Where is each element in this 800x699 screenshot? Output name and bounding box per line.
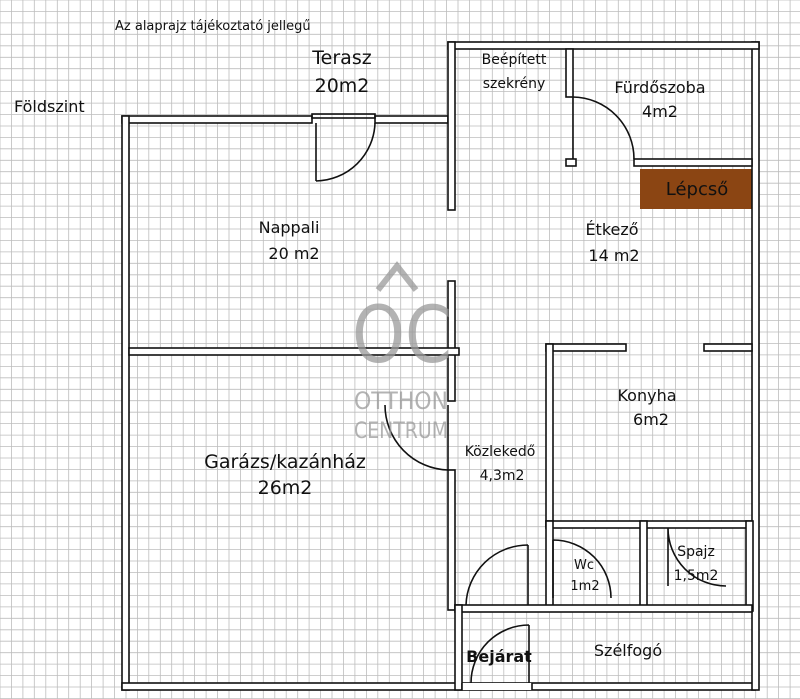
dining-name: Étkező [585, 220, 638, 239]
bathroom-name: Fürdőszoba [614, 78, 705, 97]
corridor-area: 4,3m2 [480, 468, 525, 484]
wall-left [121, 115, 130, 691]
pantry-area: 1,5m2 [674, 568, 719, 584]
wardrobe-line1: Beépített [482, 52, 547, 68]
wall-kitchen-top [545, 343, 627, 352]
wall-kitchen-left [545, 343, 554, 527]
pantry-name: Spajz [677, 544, 715, 560]
disclaimer-note: Az alaprajz tájékoztató jellegű [115, 19, 311, 34]
watermark-line1: OTTHON [354, 387, 448, 415]
door-bathroom [572, 96, 635, 160]
stairs-block [640, 169, 754, 209]
watermark-logo: OC [352, 291, 452, 381]
living-area: 20 m2 [268, 244, 319, 263]
garage-name: Garázs/kazánház [204, 451, 366, 473]
door-garage [384, 404, 449, 471]
wall-vestibule-left [454, 604, 463, 691]
wall-bath-left [565, 48, 574, 98]
terrace-area: 20m2 [315, 75, 370, 97]
wall-wardrobe-left [447, 41, 456, 211]
bathroom-area: 4m2 [642, 102, 678, 121]
terrace-name: Terasz [311, 47, 371, 69]
entrance-gap [462, 683, 532, 690]
door-entrance [470, 624, 530, 684]
kitchen-name: Konyha [617, 386, 676, 405]
watermark-line2: CENTRUM [354, 419, 448, 444]
kitchen-area: 6m2 [633, 410, 669, 429]
living-name: Nappali [259, 218, 320, 237]
garage-area: 26m2 [258, 477, 313, 499]
entrance-label: Bejárat [466, 647, 532, 666]
wall-wc-left [545, 520, 554, 612]
wall-wc-top [545, 520, 753, 529]
wall-nappali-garage [128, 347, 460, 356]
wall-wc-right [639, 520, 648, 612]
door-corridor [465, 544, 529, 606]
corridor-name: Közlekedő [465, 444, 536, 460]
wc-name: Wc [574, 558, 594, 573]
stairs-label: Lépcső [666, 179, 729, 200]
wc-area: 1m2 [570, 579, 599, 594]
wall-nappali-east [447, 280, 456, 402]
house-roof-icon [375, 261, 419, 292]
wall-kitchen-top-right [703, 343, 753, 352]
door-wc [552, 539, 612, 599]
wall-pantry-right [745, 520, 754, 612]
wall-corridor-west [447, 469, 456, 611]
door-terrace [315, 122, 376, 182]
doors [315, 96, 727, 684]
watermark: OC OTTHON CENTRUM [352, 261, 452, 444]
walls [121, 41, 760, 691]
door-frame-terrace [311, 113, 376, 119]
wall-top-right [374, 115, 449, 124]
wall-bath-bottom [633, 158, 753, 167]
wall-bath-bottom-left [565, 158, 577, 167]
floor-label: Földszint [14, 97, 85, 116]
wall-top-left [121, 115, 313, 124]
wall-bottom [121, 682, 756, 691]
vestibule-label: Szélfogó [594, 641, 662, 660]
wardrobe-line2: szekrény [483, 76, 546, 92]
door-pantry [667, 527, 727, 587]
wall-top-east [447, 41, 760, 50]
wall-vestibule-top [454, 604, 753, 613]
dining-area: 14 m2 [588, 246, 639, 265]
